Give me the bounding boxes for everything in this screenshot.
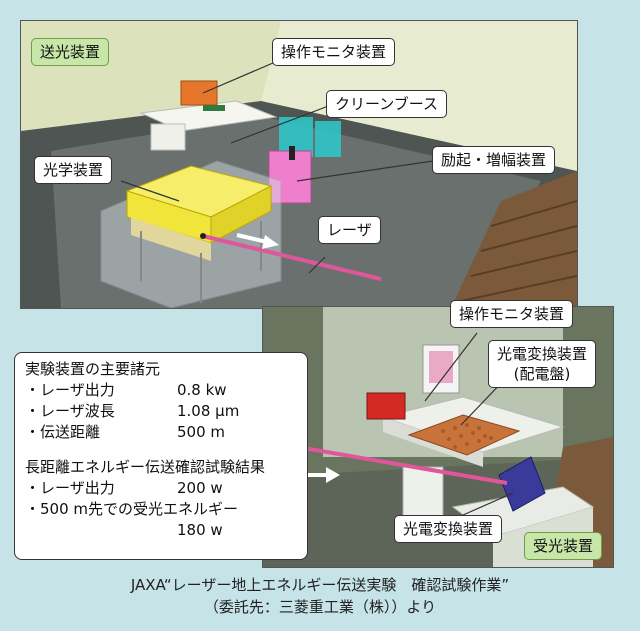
spec-value: 0.8 kw	[177, 381, 227, 399]
converter-panel	[407, 414, 521, 456]
result-key: ・レーザ出力	[25, 479, 115, 497]
receiver-monitor-box	[366, 392, 406, 420]
result-key: ・500 m先での受光エネルギー	[25, 500, 239, 518]
pump-amplifier-unit	[268, 150, 312, 204]
receiver-title-badge: 受光装置	[524, 532, 603, 560]
spec-row: ・レーザ波長 1.08 μm	[25, 401, 297, 422]
transmitter-scene-graphic	[21, 21, 577, 308]
caption: JAXA“レーザー地上エネルギー伝送実験 確認試験作業” （委託先：三菱重工業（…	[0, 574, 640, 631]
result-value: 200 w	[177, 479, 223, 497]
label-laser: レーザ	[318, 216, 381, 244]
laser-beam	[202, 234, 382, 281]
spec-key: ・伝送距離	[25, 423, 101, 441]
specs-heading: 実験装置の主要諸元	[25, 360, 161, 378]
label-optical-unit: 光学装置	[34, 156, 113, 184]
caption-line-1: JAXA“レーザー地上エネルギー伝送実験 確認試験作業”	[130, 576, 510, 594]
receiver-scene	[262, 306, 614, 568]
monitor-box	[180, 80, 218, 106]
spec-value: 1.08 μm	[177, 402, 240, 420]
label-operation-monitor-tx: 操作モニタ装置	[272, 38, 396, 66]
result-key	[25, 520, 177, 541]
label-converter: 光電変換装置	[394, 515, 503, 543]
result-row: ・レーザ出力 200 w	[25, 478, 297, 499]
label-converter-panel: 光電変換装置 (配電盤)	[488, 340, 597, 388]
spec-row: ・レーザ出力 0.8 kw	[25, 380, 297, 401]
transmitter-scene	[20, 20, 578, 309]
result-row: 180 w	[25, 520, 297, 541]
receiver-scene-graphic	[263, 307, 613, 567]
result-row: ・500 m先での受光エネルギー	[25, 499, 297, 520]
spec-value: 500 m	[177, 423, 226, 441]
spec-key: ・レーザ波長	[25, 402, 115, 420]
specs-box: 実験装置の主要諸元 ・レーザ出力 0.8 kw ・レーザ波長 1.08 μm ・…	[14, 352, 308, 560]
result-value: 180 w	[177, 521, 223, 539]
receiver-panel	[498, 456, 546, 512]
caption-line-2: （委託先：三菱重工業（株））より	[203, 598, 437, 616]
label-pump-amplifier: 励起・増幅装置	[432, 146, 556, 174]
results-heading: 長距離エネルギー伝送確認試験結果	[25, 458, 266, 476]
label-clean-booth: クリーンブース	[326, 90, 448, 118]
spec-key: ・レーザ出力	[25, 381, 115, 399]
spec-row: ・伝送距離 500 m	[25, 422, 297, 443]
label-operation-monitor-rx: 操作モニタ装置	[450, 300, 574, 328]
transmitter-title-badge: 送光装置	[31, 38, 110, 66]
